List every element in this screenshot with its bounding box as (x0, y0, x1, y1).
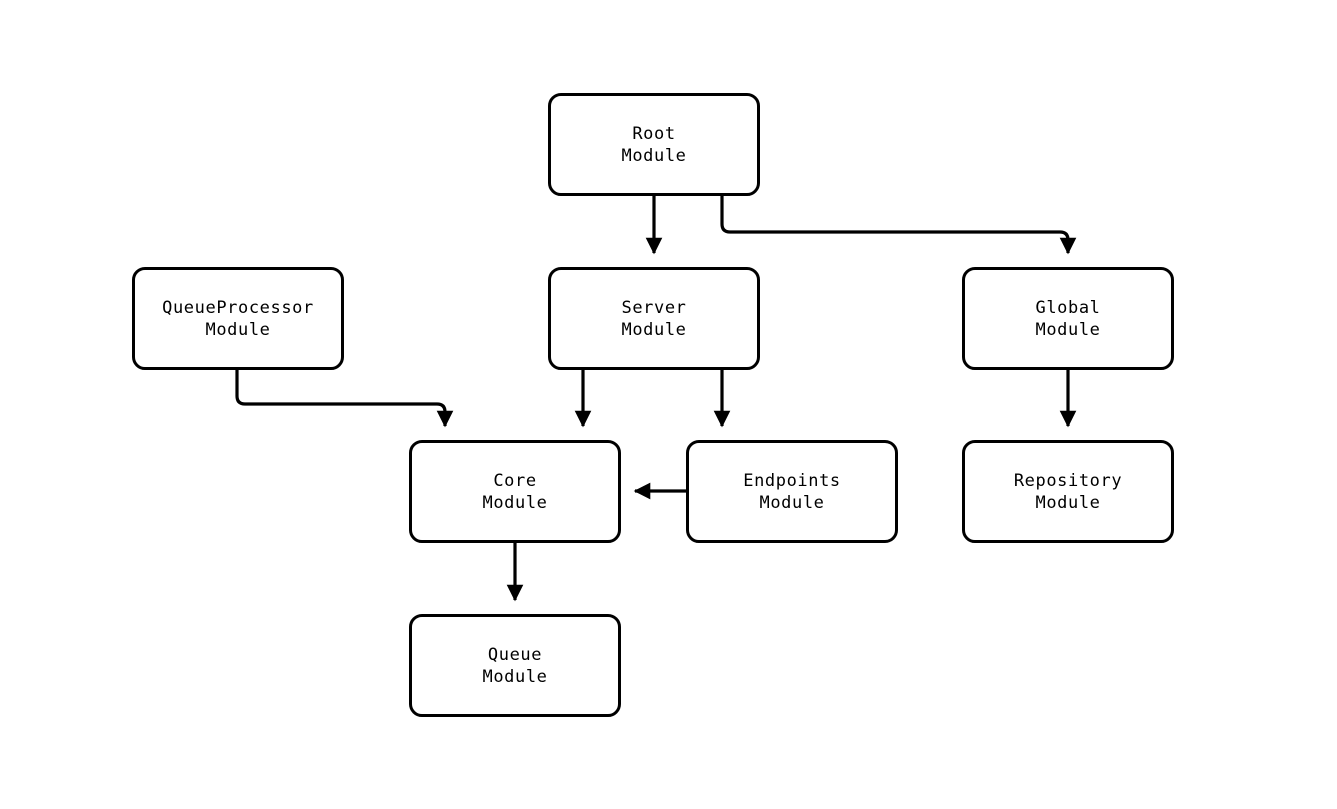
node-server-label-line2: Module (621, 319, 687, 340)
node-server[interactable]: Server Module (548, 267, 760, 370)
node-queueprocessor[interactable]: QueueProcessor Module (132, 267, 344, 370)
node-repository[interactable]: Repository Module (962, 440, 1174, 543)
node-endpoints-label-line1: Endpoints (743, 470, 841, 491)
node-queueprocessor-label-line2: Module (205, 319, 271, 340)
node-root-label-line2: Module (621, 145, 687, 166)
node-queueprocessor-label-line1: QueueProcessor (162, 297, 314, 318)
node-repository-label-line1: Repository (1013, 470, 1123, 491)
node-queue[interactable]: Queue Module (409, 614, 621, 717)
node-endpoints-label-line2: Module (759, 492, 825, 513)
node-root-label-line1: Root (632, 123, 676, 144)
node-global-label-line1: Global (1035, 297, 1101, 318)
node-server-label-line1: Server (621, 297, 687, 318)
node-global-label-line2: Module (1035, 319, 1101, 340)
node-root[interactable]: Root Module (548, 93, 760, 196)
node-repository-label-line2: Module (1035, 492, 1101, 513)
node-queue-label-line1: Queue (487, 644, 543, 665)
edge-queueprocessor-to-core (235, 370, 454, 428)
node-core-label-line1: Core (493, 470, 537, 491)
node-core[interactable]: Core Module (409, 440, 621, 543)
edge-root-to-global (720, 196, 1077, 255)
node-global[interactable]: Global Module (962, 267, 1174, 370)
node-queue-label-line2: Module (482, 666, 548, 687)
node-endpoints[interactable]: Endpoints Module (686, 440, 898, 543)
node-core-label-line2: Module (482, 492, 548, 513)
